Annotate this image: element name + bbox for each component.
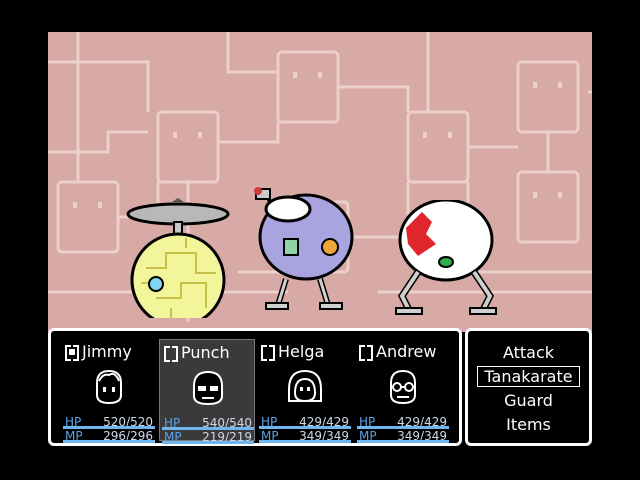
eyeball-walker-enemy[interactable] [390, 200, 500, 316]
mp-bar [357, 440, 449, 443]
bracket-icon [261, 345, 275, 361]
mp-value: 219/219 [202, 430, 252, 444]
command-attack[interactable]: Attack [502, 343, 555, 362]
hp-bar [259, 426, 351, 429]
battle-background [48, 32, 592, 332]
jimmy-face-icon [96, 369, 122, 405]
mp-bar [259, 440, 351, 443]
mp-value: 296/296 [103, 429, 153, 443]
hp-value: 540/540 [202, 416, 252, 430]
member-name: Helga [278, 342, 325, 361]
periscope-robot-enemy[interactable] [248, 187, 368, 317]
andrew-face-icon [390, 369, 416, 405]
command-items[interactable]: Items [506, 415, 551, 434]
bracket-icon [164, 346, 178, 362]
mp-value: 349/349 [299, 429, 349, 443]
mp-value: 349/349 [397, 429, 447, 443]
command-menu: Attack Tanakarate Guard Items [465, 328, 592, 446]
punch-face-icon [193, 370, 223, 406]
helga-face-icon [288, 369, 322, 403]
hp-value: 520/520 [103, 415, 153, 429]
hp-value: 429/429 [299, 415, 349, 429]
command-guard[interactable]: Guard [504, 391, 553, 410]
hp-bar [63, 426, 155, 429]
propeller-orb-enemy[interactable] [126, 198, 236, 318]
member-name: Jimmy [82, 342, 132, 361]
hp-bar [357, 426, 449, 429]
hp-bar [162, 427, 254, 430]
hp-value: 429/429 [397, 415, 447, 429]
command-tanakarate[interactable]: Tanakarate [468, 366, 589, 387]
selection-cursor-icon [65, 345, 79, 361]
bracket-icon [359, 345, 373, 361]
mp-bar [162, 441, 254, 444]
member-name: Andrew [376, 342, 437, 361]
member-name: Punch [181, 343, 230, 362]
mp-bar [63, 440, 155, 443]
